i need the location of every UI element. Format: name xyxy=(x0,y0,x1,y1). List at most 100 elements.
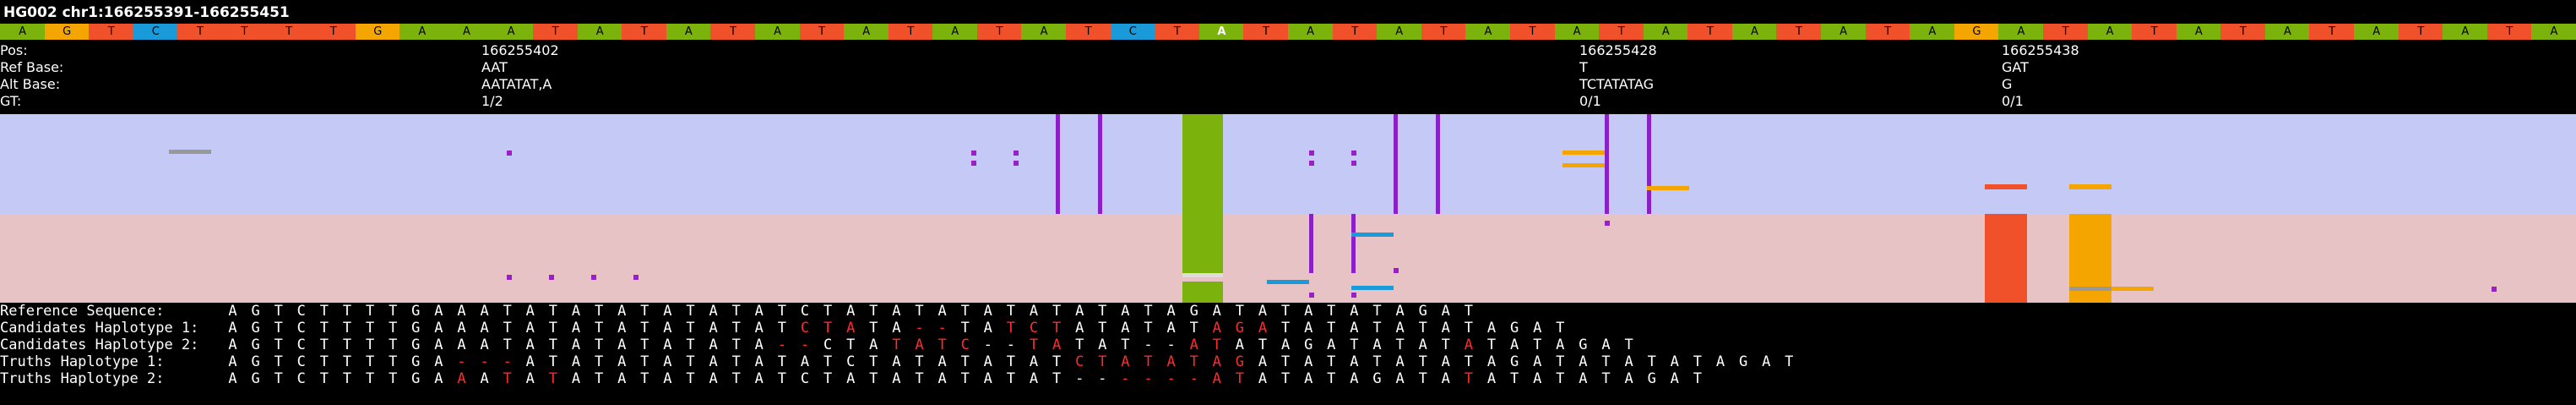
sequence-base: - xyxy=(1006,337,1016,353)
read-pileup-panel xyxy=(0,114,2576,303)
sequence-base: T xyxy=(1098,353,1107,370)
sequence-base: A xyxy=(571,303,581,320)
sequence-base: T xyxy=(1624,337,1633,353)
read-mark xyxy=(1647,186,1689,190)
ref-base-cell: A xyxy=(2354,24,2399,40)
sequence-base: T xyxy=(686,370,695,387)
sequence-base: A xyxy=(434,370,443,387)
sequence-base: C xyxy=(296,303,306,320)
sequence-base: A xyxy=(1189,337,1198,353)
sequence-base: G xyxy=(411,353,421,370)
pos-label: Pos: xyxy=(0,42,28,58)
ref-base-cell: T xyxy=(888,24,933,40)
sequence-base: T xyxy=(389,370,398,387)
sequence-base: T xyxy=(1052,320,1062,337)
sequence-base: T xyxy=(594,303,604,320)
sequence-base: T xyxy=(274,370,283,387)
sequence-base: A xyxy=(1304,303,1313,320)
sequence-base: T xyxy=(503,337,512,353)
sequence-base: A xyxy=(1258,320,1268,337)
sequence-base: T xyxy=(1144,353,1153,370)
alt-label: Alt Base: xyxy=(0,76,61,92)
sequence-base: A xyxy=(1441,353,1450,370)
sequence-base: A xyxy=(1533,320,1542,337)
sequence-base: T xyxy=(1509,370,1519,387)
sequence-base: A xyxy=(1715,353,1725,370)
sequence-base: - xyxy=(503,353,512,370)
sequence-base: T xyxy=(731,320,741,337)
sequence-base: T xyxy=(274,320,283,337)
sequence-base: A xyxy=(1418,337,1427,353)
insertion-bar xyxy=(1309,214,1313,273)
support-block xyxy=(1182,114,1223,273)
sequence-base: T xyxy=(1280,353,1291,370)
sequence-base: T xyxy=(1372,353,1382,370)
ref-base-cell: T xyxy=(2309,24,2355,40)
ref-base-cell: T xyxy=(1776,24,1822,40)
ref-base-cell: A xyxy=(0,24,46,40)
sequence-base: T xyxy=(503,320,512,337)
sequence-base: T xyxy=(1280,320,1291,337)
sequence-base: A xyxy=(892,320,901,337)
sequence-base: T xyxy=(640,320,649,337)
sequence-base: C xyxy=(846,353,856,370)
sequence-base: T xyxy=(731,303,741,320)
ref-base-cell: T xyxy=(1599,24,1644,40)
sequence-base: A xyxy=(1212,320,1221,337)
sequence-base: - xyxy=(1144,337,1153,353)
sequence-base: A xyxy=(1121,353,1130,370)
read-mark xyxy=(507,151,512,156)
sequence-base: A xyxy=(1486,320,1497,337)
sequence-base: T xyxy=(1327,303,1336,320)
ref-base-cell: A xyxy=(2264,24,2311,40)
ref-base-cell: T xyxy=(710,24,756,40)
sequence-base: T xyxy=(342,353,352,370)
sequence-base: A xyxy=(915,337,924,353)
ref-base-cell: T xyxy=(1509,24,1556,40)
sequence-base: A xyxy=(983,320,992,337)
sequence-base: T xyxy=(1052,370,1062,387)
read-mark xyxy=(1309,161,1314,166)
sequence-base: A xyxy=(1121,320,1130,337)
sequence-base: C xyxy=(1075,353,1084,370)
sequence-base: A xyxy=(846,370,856,387)
sequence-base: T xyxy=(1098,303,1107,320)
sequence-base: A xyxy=(1166,320,1176,337)
sequence-base: A xyxy=(1464,337,1474,353)
sequence-base: T xyxy=(319,353,329,370)
variant-3-alt: G xyxy=(2002,76,2013,92)
sequence-base: A xyxy=(1533,353,1542,370)
sequence-base: - xyxy=(1166,370,1176,387)
sequence-base: T xyxy=(503,370,512,387)
sequence-base: - xyxy=(1121,370,1130,387)
sequence-base: A xyxy=(571,370,581,387)
ref-base-cell: G xyxy=(44,24,90,40)
sequence-base: T xyxy=(1189,353,1198,370)
read-mark xyxy=(1562,151,1605,155)
sequence-base: T xyxy=(1556,320,1565,337)
sequence-base: T xyxy=(869,353,878,370)
sequence-base: T xyxy=(1693,370,1703,387)
sequence-base: A xyxy=(434,337,443,353)
insertion-bar xyxy=(1605,114,1609,214)
sequence-base: T xyxy=(1418,370,1427,387)
read-mark xyxy=(1562,163,1605,167)
read-mark xyxy=(591,275,596,280)
sequence-base: G xyxy=(1372,370,1382,387)
sequence-base: A xyxy=(617,370,627,387)
sequence-base: T xyxy=(869,303,878,320)
read-mark xyxy=(2069,184,2111,189)
sequence-base: T xyxy=(503,303,512,320)
sequence-base: A xyxy=(709,337,718,353)
sequence-base: A xyxy=(228,303,237,320)
ref-label: Ref Base: xyxy=(0,59,64,75)
ref-base-cell: T xyxy=(2132,24,2177,40)
sequence-base: T xyxy=(1006,320,1016,337)
sequence-base: T xyxy=(823,370,833,387)
ref-base-cell: G xyxy=(1954,24,1999,40)
read-mark xyxy=(549,275,554,280)
sequence-base: T xyxy=(1533,337,1542,353)
ref-base-cell: A xyxy=(1554,24,1600,40)
sequence-base: A xyxy=(1441,303,1450,320)
sequence-base: A xyxy=(1166,353,1176,370)
